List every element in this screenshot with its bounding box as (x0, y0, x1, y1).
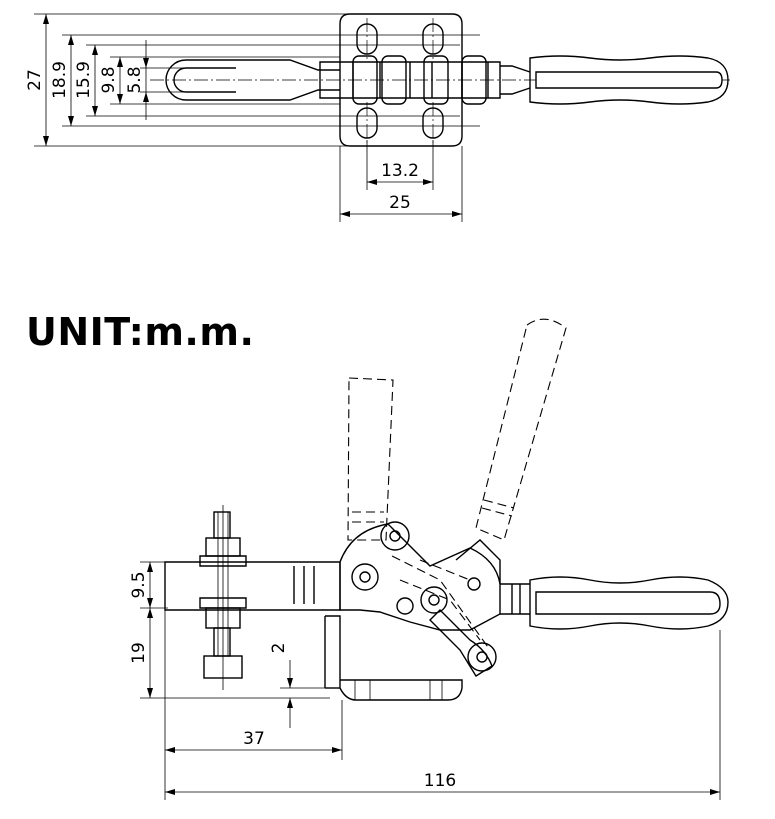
side-body (339, 523, 501, 631)
side-base (325, 615, 463, 701)
dim-2: 2 (269, 643, 289, 654)
unit-label: UNIT:m.m. (26, 310, 255, 354)
dim-25: 25 (389, 193, 411, 213)
pivot-handle (467, 577, 481, 591)
dim-18-9: 18.9 (50, 61, 70, 99)
dim-27: 27 (25, 69, 45, 91)
top-view: 27 18.9 15.9 9.8 5.8 13.2 25 (25, 13, 730, 222)
top-pivot-rivets (352, 55, 487, 105)
pivot-center (420, 586, 448, 614)
dim-9-5: 9.5 (129, 571, 149, 598)
top-base-plate (339, 13, 463, 147)
top-clamp-arm (165, 59, 340, 101)
mounting-slots (356, 18, 444, 144)
dim-15-9: 15.9 (74, 61, 94, 99)
side-horizontal-dimensions: 37 116 (164, 610, 721, 800)
dim-5-8: 5.8 (125, 66, 145, 93)
side-view: 9.5 19 2 37 116 (129, 318, 729, 800)
pivot-top (380, 521, 410, 551)
open-arm-phantom (347, 377, 394, 541)
dim-37: 37 (243, 729, 265, 749)
dim-13-2: 13.2 (381, 161, 419, 181)
side-vertical-dimensions: 9.5 19 2 (129, 561, 330, 728)
top-body (319, 61, 501, 99)
dim-9-8: 9.8 (99, 66, 119, 93)
top-vertical-dimensions: 27 18.9 15.9 9.8 5.8 (25, 13, 480, 147)
dim-116: 116 (424, 771, 456, 791)
top-handle-grip (529, 55, 729, 105)
open-handle-phantom (475, 318, 567, 541)
spindle-assembly (199, 505, 247, 690)
pivot-left (351, 563, 379, 591)
top-horizontal-dimensions: 13.2 25 (339, 140, 463, 222)
side-handle-grip (529, 576, 729, 630)
dim-19: 19 (129, 642, 149, 664)
